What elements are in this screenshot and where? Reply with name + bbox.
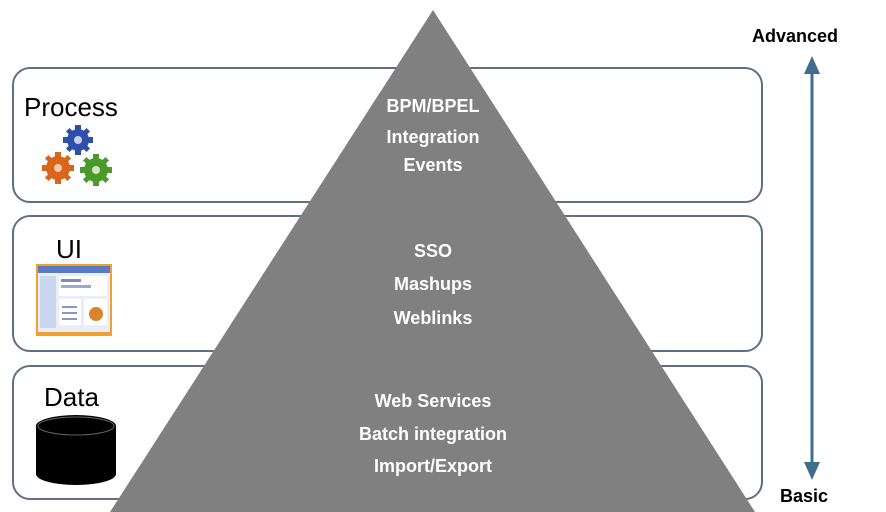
screenshot-icon — [36, 264, 112, 336]
scale-top-label: Advanced — [752, 26, 839, 46]
data-item-web-services: Web Services — [374, 391, 492, 411]
process-item-integration: Integration — [386, 127, 480, 147]
scale-bottom-label: Basic — [780, 486, 829, 506]
pyramid-shape — [110, 10, 755, 512]
ui-item-sso: SSO — [413, 241, 452, 261]
data-item-batch-integration: Batch integration — [358, 424, 507, 444]
layer-title-ui: UI — [56, 234, 82, 264]
gears-icon — [42, 125, 112, 186]
layer-title-process: Process — [24, 92, 118, 122]
database-icon — [36, 415, 116, 485]
process-item-events: Events — [403, 155, 463, 175]
ui-item-weblinks: Weblinks — [393, 308, 473, 328]
layer-title-data: Data — [44, 382, 99, 412]
data-item-import-export: Import/Export — [373, 456, 492, 476]
process-item-bpm: BPM/BPEL — [386, 96, 480, 116]
ui-item-mashups: Mashups — [393, 274, 472, 294]
